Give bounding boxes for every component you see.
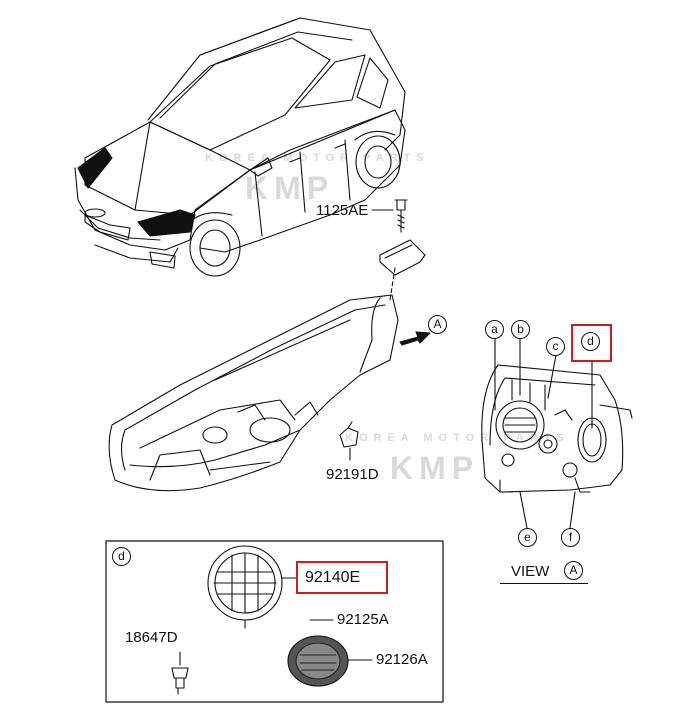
highlight-92140e (296, 561, 388, 594)
part-label-92126a: 92126A (376, 651, 428, 668)
callout-f: f (561, 528, 580, 547)
view-label-ref-a: A (564, 561, 583, 580)
callout-detail-d: d (112, 547, 131, 566)
bulb-cap-drawing (207, 545, 297, 629)
watermark-small-top: KOREA MOTOR PARTS (205, 152, 430, 164)
part-label-1125ae: 1125AE (316, 202, 369, 219)
watermark-small-right: KOREA MOTOR PARTS (345, 432, 570, 444)
callout-e: e (518, 528, 537, 547)
callout-d: d (581, 332, 600, 351)
view-arrow-ref-a: A (428, 315, 447, 334)
rear-view-drawing (481, 364, 633, 493)
part-label-92125a: 92125A (337, 611, 389, 628)
car-illustration (74, 17, 406, 277)
part-label-18647d: 18647D (125, 629, 178, 646)
headlamp-assembly (108, 294, 399, 492)
car-headlight-right (137, 209, 196, 237)
callout-b: b (511, 320, 530, 339)
callout-c: c (546, 337, 565, 356)
bulb-drawing (171, 651, 189, 695)
car-headlight-left (77, 147, 113, 189)
callout-a: a (485, 320, 504, 339)
view-label-underline (500, 583, 588, 584)
watermark-logo-right: KMP (390, 450, 480, 486)
bolt-1125ae-drawing (394, 199, 408, 233)
view-label: VIEW (511, 563, 550, 580)
part-label-92191d: 92191D (326, 466, 379, 483)
bulb-cover-drawing (287, 635, 373, 687)
highlight-callout-d (571, 324, 612, 362)
detail-d-box (105, 540, 444, 703)
part-label-92140e: 92140E (305, 569, 361, 586)
